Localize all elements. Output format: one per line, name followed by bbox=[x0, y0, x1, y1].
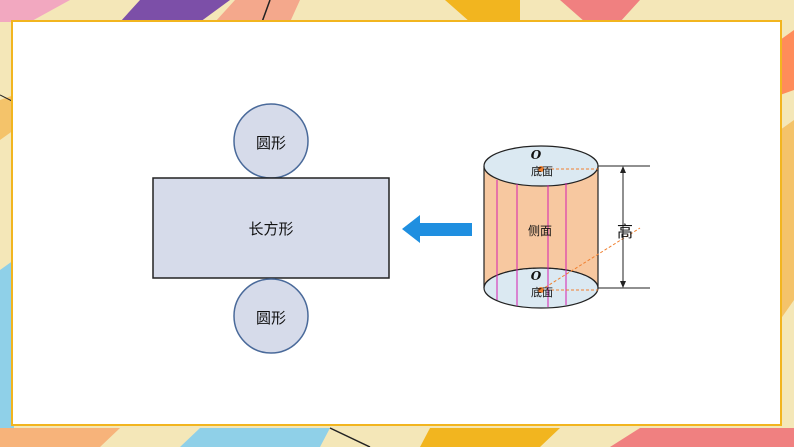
bottom-center-dot bbox=[538, 287, 544, 293]
top-center-dot bbox=[538, 166, 544, 172]
height-label: 高 bbox=[616, 222, 633, 241]
top-circle-label: 圆形 bbox=[255, 134, 286, 152]
top-center-letter: O bbox=[530, 148, 542, 162]
left-arrow-icon bbox=[402, 215, 472, 243]
top-base-label: 底面 bbox=[531, 165, 553, 178]
rectangle-label: 长方形 bbox=[248, 220, 294, 238]
bottom-base-label: 底面 bbox=[531, 286, 553, 299]
side-label: 侧面 bbox=[527, 224, 552, 238]
lateral-rectangle bbox=[152, 177, 390, 279]
bottom-center-letter: O bbox=[530, 269, 542, 283]
cylinder bbox=[483, 145, 650, 309]
bottom-circle bbox=[233, 278, 309, 354]
slide-frame bbox=[11, 20, 782, 426]
bottom-circle-label: 圆形 bbox=[255, 309, 286, 327]
